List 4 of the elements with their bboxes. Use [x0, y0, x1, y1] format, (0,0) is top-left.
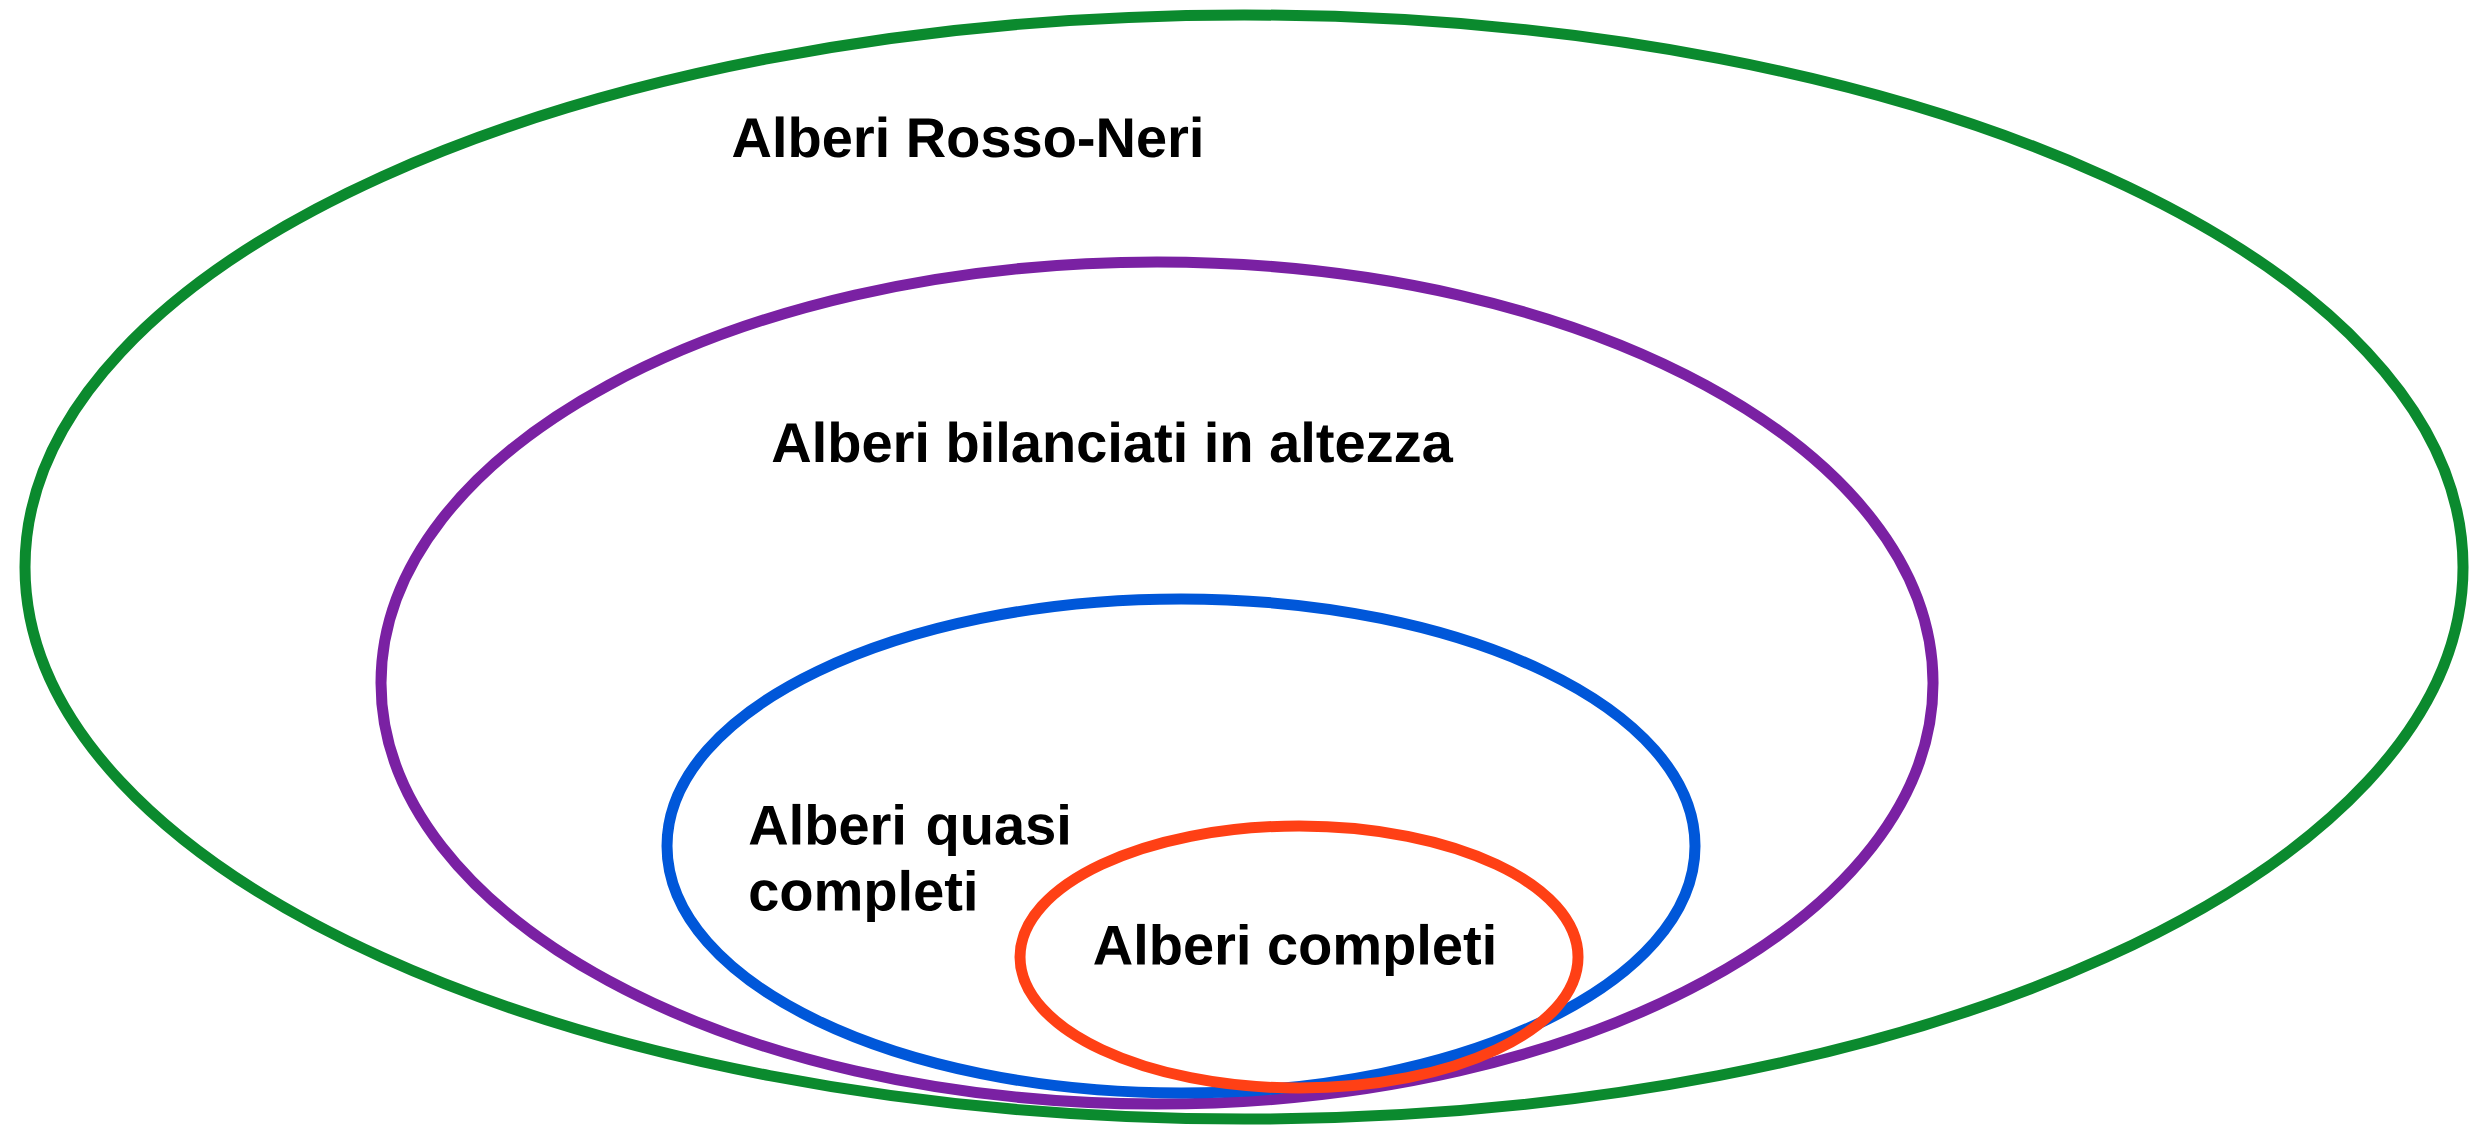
set-label: Alberi completi — [1094, 923, 1494, 977]
set-label: Alberi Rosso-Neri — [732, 116, 1201, 158]
set-label: Alberi quasi completi — [749, 803, 1068, 923]
set-label: Alberi bilanciati in altezza — [772, 421, 1454, 463]
